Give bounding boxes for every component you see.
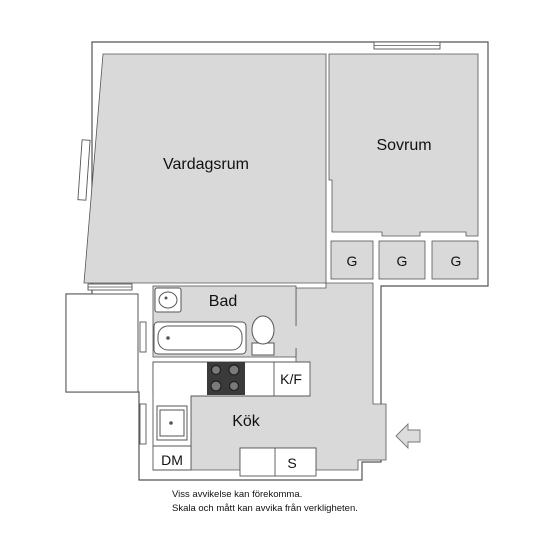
closet-1-floor [330, 240, 374, 280]
label-closet-3: G [451, 253, 462, 269]
window-bath [139, 321, 147, 353]
label-bath: Bad [209, 293, 237, 310]
arrow-left-icon [395, 422, 421, 450]
washbasin-drain [164, 296, 168, 300]
bedroom-floor [328, 53, 479, 237]
disclaimer-line-1: Viss avvikelse kan förekomma. [172, 489, 302, 500]
closet-3-floor [431, 240, 479, 280]
burner-1 [210, 364, 222, 376]
window-left [77, 139, 91, 201]
burner-3 [210, 380, 222, 392]
label-living-room: Vardagsrum [163, 156, 249, 173]
balcony [65, 293, 139, 393]
label-cabinet: S [287, 455, 296, 471]
label-closet-1: G [347, 253, 358, 269]
label-dishwasher: DM [161, 452, 183, 468]
toilet-bowl [251, 315, 275, 345]
closet-2-floor [378, 240, 426, 280]
bathtub-inner [157, 325, 243, 351]
disclaimer-line-2: Skala och mått kan avvika från verklighe… [172, 503, 358, 514]
window-bottom-left [87, 283, 133, 291]
window-kitchen [139, 403, 147, 445]
burner-2 [228, 364, 240, 376]
label-fridge-freezer: K/F [280, 371, 302, 387]
kitchen-counter [152, 361, 311, 471]
burner-4 [228, 380, 240, 392]
bathroom-door-gap [278, 326, 298, 348]
toilet-tank [251, 342, 275, 356]
sink-drain [169, 421, 173, 425]
label-kitchen: Kök [232, 413, 261, 430]
label-bedroom: Sovrum [376, 137, 431, 154]
lower-counter [239, 447, 317, 477]
window-top-right [373, 41, 441, 50]
bathtub-drain [166, 336, 170, 340]
washbasin-bowl [158, 291, 178, 309]
label-closet-2: G [397, 253, 408, 269]
